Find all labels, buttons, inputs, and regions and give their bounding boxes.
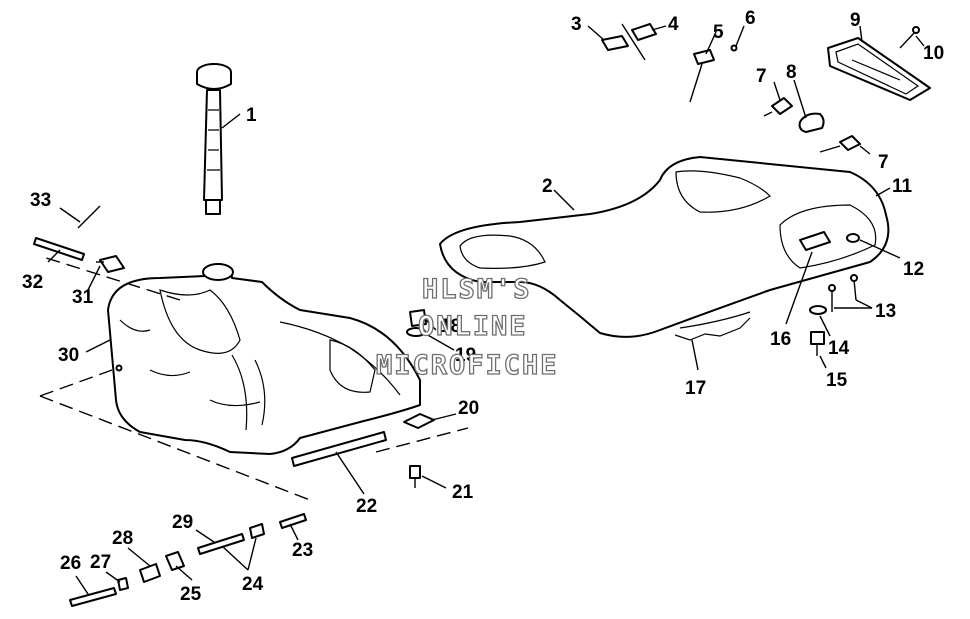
tank-hardware-parts <box>403 309 435 488</box>
hose-32-part <box>33 237 85 261</box>
callout-30: 30 <box>58 345 79 366</box>
callout-2: 2 <box>542 176 553 197</box>
callout-7-lower: 7 <box>878 152 889 173</box>
callout-23: 23 <box>292 540 313 561</box>
callout-25: 25 <box>180 584 202 605</box>
clip-parts <box>601 23 738 103</box>
callout-31: 31 <box>72 287 94 308</box>
callout-26: 26 <box>60 553 81 574</box>
callout-11: 11 <box>892 176 913 197</box>
watermark-line-3: MICROFICHE <box>376 350 559 381</box>
callout-6: 6 <box>745 8 756 29</box>
bulb-parts <box>763 97 861 153</box>
fuel-tank-part <box>107 263 421 455</box>
watermark-line-1: HLSM'S <box>422 274 532 305</box>
callout-27: 27 <box>90 552 111 573</box>
callout-8: 8 <box>786 62 797 83</box>
callout-19: 19 <box>455 345 476 366</box>
callout-22: 22 <box>356 496 377 517</box>
fitting-31-part <box>96 255 125 273</box>
callout-15: 15 <box>826 370 848 391</box>
callout-17: 17 <box>685 378 706 399</box>
callout-labels: 1 2 3 4 5 6 7 8 9 10 11 12 13 14 15 16 1… <box>22 8 944 605</box>
lower-hardware-parts <box>69 513 307 607</box>
callout-18: 18 <box>440 316 461 337</box>
watermark: HLSM'S ONLINE MICROFICHE <box>375 273 559 381</box>
callout-5: 5 <box>713 22 724 43</box>
clamp-33-part <box>77 205 101 229</box>
callout-16: 16 <box>770 329 791 350</box>
taillight-part <box>827 37 931 101</box>
callout-21: 21 <box>452 482 474 503</box>
callout-14: 14 <box>828 338 850 359</box>
callout-7-upper: 7 <box>756 66 767 87</box>
assembly-lines <box>39 255 469 501</box>
callout-13: 13 <box>875 301 896 322</box>
strap-22-part <box>291 431 387 467</box>
callout-29: 29 <box>172 512 193 533</box>
seat-hardware-parts <box>799 231 860 356</box>
callout-32: 32 <box>22 272 43 293</box>
callout-12: 12 <box>903 259 924 280</box>
callout-1: 1 <box>246 105 257 126</box>
callout-28: 28 <box>112 528 133 549</box>
seat-part <box>439 156 890 341</box>
callout-20: 20 <box>458 398 479 419</box>
callout-10: 10 <box>923 43 944 64</box>
fuel-sender-part <box>196 63 232 215</box>
leader-lines <box>47 25 925 595</box>
callout-4: 4 <box>668 14 679 35</box>
callout-24: 24 <box>242 574 264 595</box>
watermark-line-2: ONLINE <box>418 311 528 342</box>
screw-10-part <box>899 26 920 49</box>
callout-33: 33 <box>30 190 51 211</box>
callout-9: 9 <box>850 10 861 31</box>
callout-3: 3 <box>571 14 582 35</box>
